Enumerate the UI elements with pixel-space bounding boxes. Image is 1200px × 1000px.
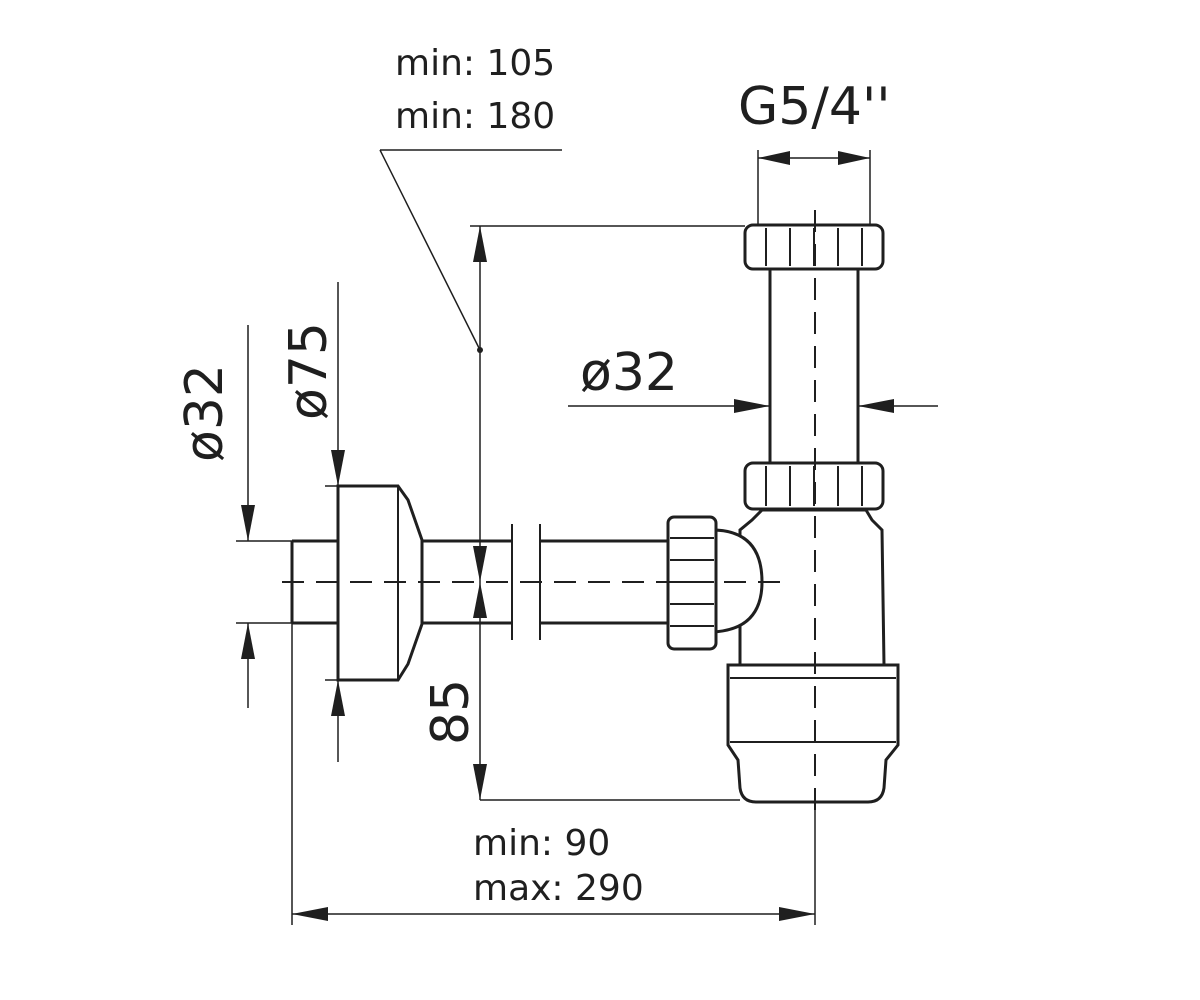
trap-body xyxy=(666,508,900,804)
label-length-min: min: 90 xyxy=(473,823,610,864)
dimension-length xyxy=(291,623,816,925)
label-outlet-height: 85 xyxy=(421,679,481,745)
label-wall-pipe-diameter: ø32 xyxy=(175,364,235,462)
label-length-max: max: 290 xyxy=(473,868,644,909)
dimension-height xyxy=(379,149,745,801)
trap-cup xyxy=(726,663,900,804)
dimension-thread xyxy=(757,150,871,225)
label-pipe-diameter: ø32 xyxy=(580,343,678,403)
dimension-wall-pipe-diameter xyxy=(236,325,292,708)
label-rosette-diameter: ø75 xyxy=(279,322,339,420)
label-min-180: min: 180 xyxy=(395,96,555,137)
dimension-pipe-diameter xyxy=(568,399,938,413)
label-min-105: min: 105 xyxy=(395,43,555,84)
dimension-rosette-diameter xyxy=(325,282,398,762)
label-thread-size: G5/4'' xyxy=(738,77,891,137)
